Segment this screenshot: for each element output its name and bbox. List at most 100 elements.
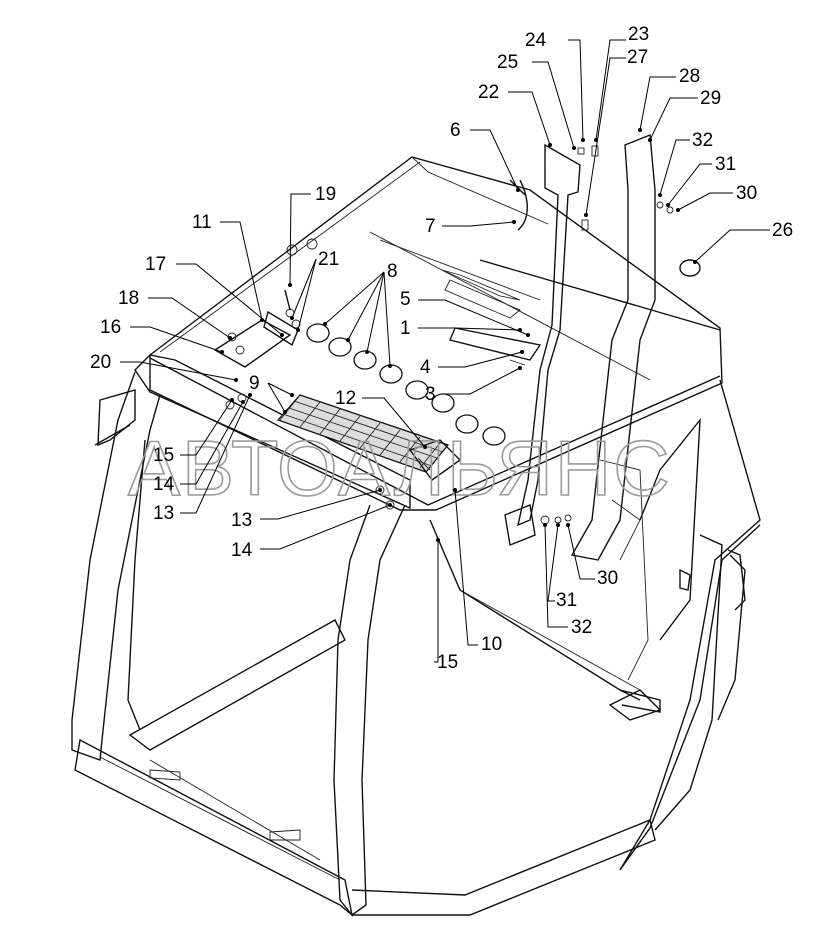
callout-leader <box>434 540 439 663</box>
callout-number: 18 <box>118 288 139 309</box>
callout-leader <box>508 91 551 146</box>
callout-13: 13 <box>231 488 382 531</box>
callout-number: 15 <box>153 445 174 466</box>
callout-13: 13 <box>153 393 252 524</box>
callout-arrowhead <box>584 213 588 217</box>
callout-leader <box>532 61 575 149</box>
callout-17: 17 <box>145 254 284 337</box>
callout-number: 10 <box>481 634 502 655</box>
callout-30: 30 <box>676 183 757 212</box>
lamp-sockets <box>306 323 506 446</box>
callout-27: 27 <box>584 47 648 217</box>
callout-arrowhead <box>346 338 350 342</box>
cab-frame-drawing <box>71 134 761 917</box>
callout-arrowhead <box>436 538 440 542</box>
callout-leader <box>289 193 311 286</box>
callout-number: 23 <box>628 24 649 45</box>
callout-number: 11 <box>192 212 212 233</box>
callout-leader <box>649 97 698 141</box>
callout-31: 31 <box>547 523 577 611</box>
callout-leader <box>324 271 385 325</box>
callout-leader <box>383 271 391 367</box>
callout-14: 14 <box>231 503 392 561</box>
callout-number: 13 <box>153 503 174 524</box>
callout-arrowhead <box>296 328 300 332</box>
callout-leader <box>180 399 233 456</box>
callout-19: 19 <box>288 184 336 287</box>
callout-number: 6 <box>450 120 461 141</box>
callout-arrowhead <box>241 400 245 404</box>
callout-arrowhead <box>658 193 662 197</box>
callout-arrowhead <box>230 398 234 402</box>
callout-number: 25 <box>497 52 518 73</box>
callout-15: 15 <box>153 398 234 466</box>
callout-number: 24 <box>525 30 547 51</box>
callout-number: 32 <box>692 130 713 151</box>
callout-30: 30 <box>566 523 618 589</box>
callout-number: 4 <box>420 357 431 378</box>
callout-12: 12 <box>335 388 427 449</box>
callout-leader <box>291 258 317 319</box>
callout-32: 32 <box>543 523 592 638</box>
callout-leader <box>454 489 478 646</box>
callout-25: 25 <box>497 52 576 150</box>
callout-arrowhead <box>228 336 232 340</box>
callout-arrowhead <box>290 393 294 397</box>
callout-leader <box>470 129 519 191</box>
callout-leader <box>677 192 733 211</box>
callout-number: 31 <box>556 590 577 611</box>
callout-15: 15 <box>434 538 458 673</box>
callout-arrowhead <box>323 322 327 326</box>
callout-leader <box>544 524 568 628</box>
callout-arrowhead <box>288 283 292 287</box>
callout-number: 28 <box>679 66 700 87</box>
callout-arrowhead <box>388 503 392 507</box>
callout-number: 26 <box>772 220 793 241</box>
callout-leader <box>567 524 595 580</box>
callout-number: 20 <box>90 352 111 373</box>
callout-leader <box>220 221 263 321</box>
callout-number: 15 <box>437 652 458 673</box>
callout-32: 32 <box>658 130 713 197</box>
callout-number: 1 <box>400 318 411 339</box>
callout-leader <box>347 271 385 341</box>
callout-number: 27 <box>627 47 648 68</box>
callout-leader <box>595 39 626 141</box>
callout-leader <box>260 504 391 550</box>
callout-arrowhead <box>220 350 224 354</box>
callout-leader <box>585 57 626 216</box>
callout-11: 11 <box>192 212 264 322</box>
callout-leader <box>442 221 515 227</box>
callout-arrowhead <box>234 378 238 382</box>
callout-arrowhead <box>518 328 522 332</box>
callout-arrowhead <box>516 188 520 192</box>
callout-number: 14 <box>153 474 175 495</box>
callout-28: 28 <box>638 66 700 132</box>
callout-14: 14 <box>153 400 245 495</box>
callout-leader <box>418 299 529 336</box>
callout-21: 21 <box>290 249 339 332</box>
callout-leader <box>639 76 676 131</box>
callout-6: 6 <box>450 120 520 192</box>
callout-arrowhead <box>520 350 524 354</box>
callout-number: 31 <box>715 154 736 175</box>
callout-leader <box>148 297 231 339</box>
callout-arrowhead <box>648 138 652 142</box>
callout-number: 32 <box>571 617 592 638</box>
callout-arrowhead <box>388 364 392 368</box>
callout-leader <box>659 139 690 196</box>
callout-arrowhead <box>423 445 427 449</box>
callout-arrowhead <box>676 208 680 212</box>
callout-5: 5 <box>400 289 530 337</box>
callout-4: 4 <box>420 350 524 378</box>
callout-number: 22 <box>478 82 499 103</box>
callout-leader <box>180 394 251 514</box>
callout-arrowhead <box>526 333 530 337</box>
callout-leader <box>438 351 523 368</box>
callout-24: 24 <box>525 30 585 142</box>
callout-arrowhead <box>453 488 457 492</box>
callout-10: 10 <box>453 488 502 655</box>
callout-arrowhead <box>378 488 382 492</box>
